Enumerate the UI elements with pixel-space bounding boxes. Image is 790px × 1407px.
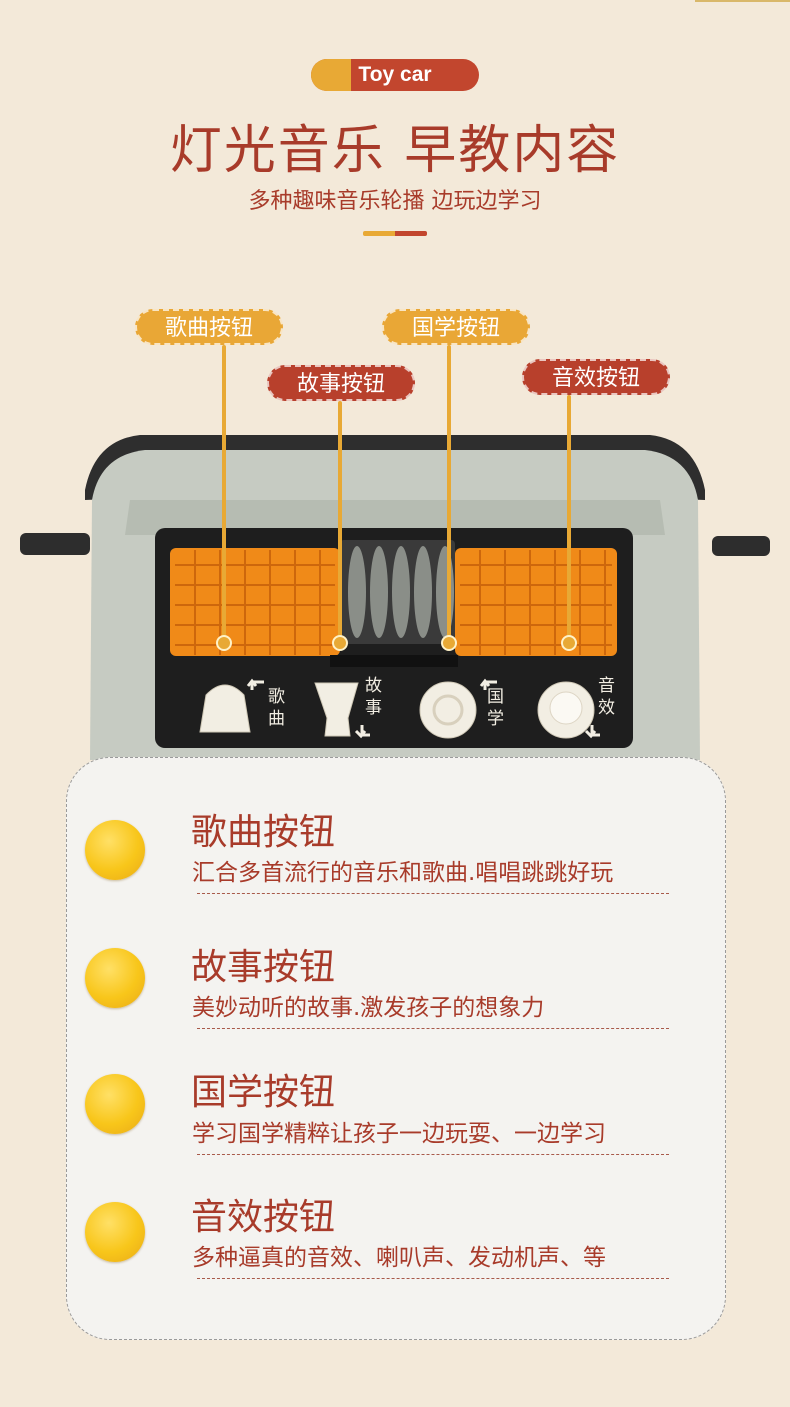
- left-mirror: [20, 533, 90, 555]
- leader-dot-story: [332, 635, 348, 651]
- feature-title: 音效按钮: [191, 1197, 336, 1238]
- leader-dot-sound: [561, 635, 577, 651]
- coin-icon: [85, 948, 145, 1008]
- title-accent-bar: [363, 231, 427, 236]
- story-button-shape: [314, 682, 359, 737]
- song-button-shape: [199, 684, 251, 733]
- right-mirror: [712, 536, 770, 556]
- feature-title: 歌曲按钮: [191, 812, 336, 853]
- panel-label-guoxue-1: 国: [487, 687, 504, 707]
- feature-description: 学习国学精粹让孩子一边玩耍、一边学习: [192, 1121, 606, 1147]
- feature-song: 歌曲按钮 汇合多首流行的音乐和歌曲.唱唱跳跳好玩: [67, 758, 727, 894]
- panel-label-story-1: 故: [365, 676, 382, 696]
- pill-label: Toy car: [358, 63, 432, 86]
- feature-divider: [197, 1278, 669, 1279]
- feature-divider: [197, 1028, 669, 1029]
- leader-line-guoxue: [447, 345, 451, 637]
- leader-dot-guoxue: [441, 635, 457, 651]
- feature-divider: [197, 893, 669, 894]
- panel-label-sound-1: 音: [598, 676, 615, 696]
- feature-card: 歌曲按钮 汇合多首流行的音乐和歌曲.唱唱跳跳好玩 故事按钮 美妙动听的故事.激发…: [66, 757, 726, 1340]
- leader-line-story: [338, 401, 342, 637]
- feature-guoxue: 国学按钮 学习国学精粹让孩子一边玩耍、一边学习: [67, 1018, 727, 1155]
- coin-icon: [85, 1074, 145, 1134]
- feature-description: 汇合多首流行的音乐和歌曲.唱唱跳跳好玩: [192, 860, 614, 886]
- leader-line-song: [222, 345, 226, 637]
- feature-sound: 音效按钮 多种逼真的音效、喇叭声、发动机声、等: [67, 1148, 727, 1279]
- leader-dot-song: [216, 635, 232, 651]
- tag-song-button: 歌曲按钮: [135, 309, 283, 345]
- coin-icon: [85, 1202, 145, 1262]
- car-visor: [125, 500, 665, 535]
- right-lamp: [455, 548, 617, 656]
- pill-yellow-segment: [311, 59, 351, 91]
- panel-label-story-2: 事: [365, 698, 382, 718]
- feature-title: 国学按钮: [191, 1072, 336, 1113]
- feature-divider: [197, 1154, 669, 1155]
- toy-car-front-illustration: 歌 曲 故 事 国 学 音 效: [0, 400, 790, 760]
- left-lamp: [170, 548, 340, 656]
- tag-story-button: 故事按钮: [267, 365, 415, 401]
- tag-sound-button: 音效按钮: [522, 359, 670, 395]
- feature-description: 美妙动听的故事.激发孩子的想象力: [192, 995, 545, 1021]
- toy-car-svg: 歌 曲 故 事 国 学 音 效: [20, 435, 770, 760]
- tag-guoxue-button: 国学按钮: [382, 309, 530, 345]
- guoxue-button-shape: [419, 681, 477, 739]
- feature-title: 故事按钮: [191, 947, 336, 988]
- leader-line-sound: [567, 395, 571, 637]
- coin-icon: [85, 820, 145, 880]
- sound-button-center: [549, 691, 583, 725]
- top-accent-line: [695, 0, 790, 2]
- lamp-pattern: [175, 550, 612, 655]
- page-title: 灯光音乐 早教内容: [169, 121, 621, 181]
- panel-slot: [330, 655, 458, 667]
- feature-description: 多种逼真的音效、喇叭声、发动机声、等: [192, 1245, 606, 1271]
- page-subtitle: 多种趣味音乐轮播 边玩边学习: [248, 189, 542, 214]
- panel-label-sound-2: 效: [598, 698, 615, 718]
- panel-arrows: [246, 678, 600, 739]
- feature-story: 故事按钮 美妙动听的故事.激发孩子的想象力: [67, 888, 727, 1029]
- toy-car-pill: Toy car: [311, 59, 479, 91]
- panel-label-song-1: 歌: [268, 687, 285, 707]
- guoxue-button-ring: [432, 694, 464, 726]
- panel-label-guoxue-2: 学: [487, 709, 504, 729]
- panel-label-song-2: 曲: [268, 709, 285, 729]
